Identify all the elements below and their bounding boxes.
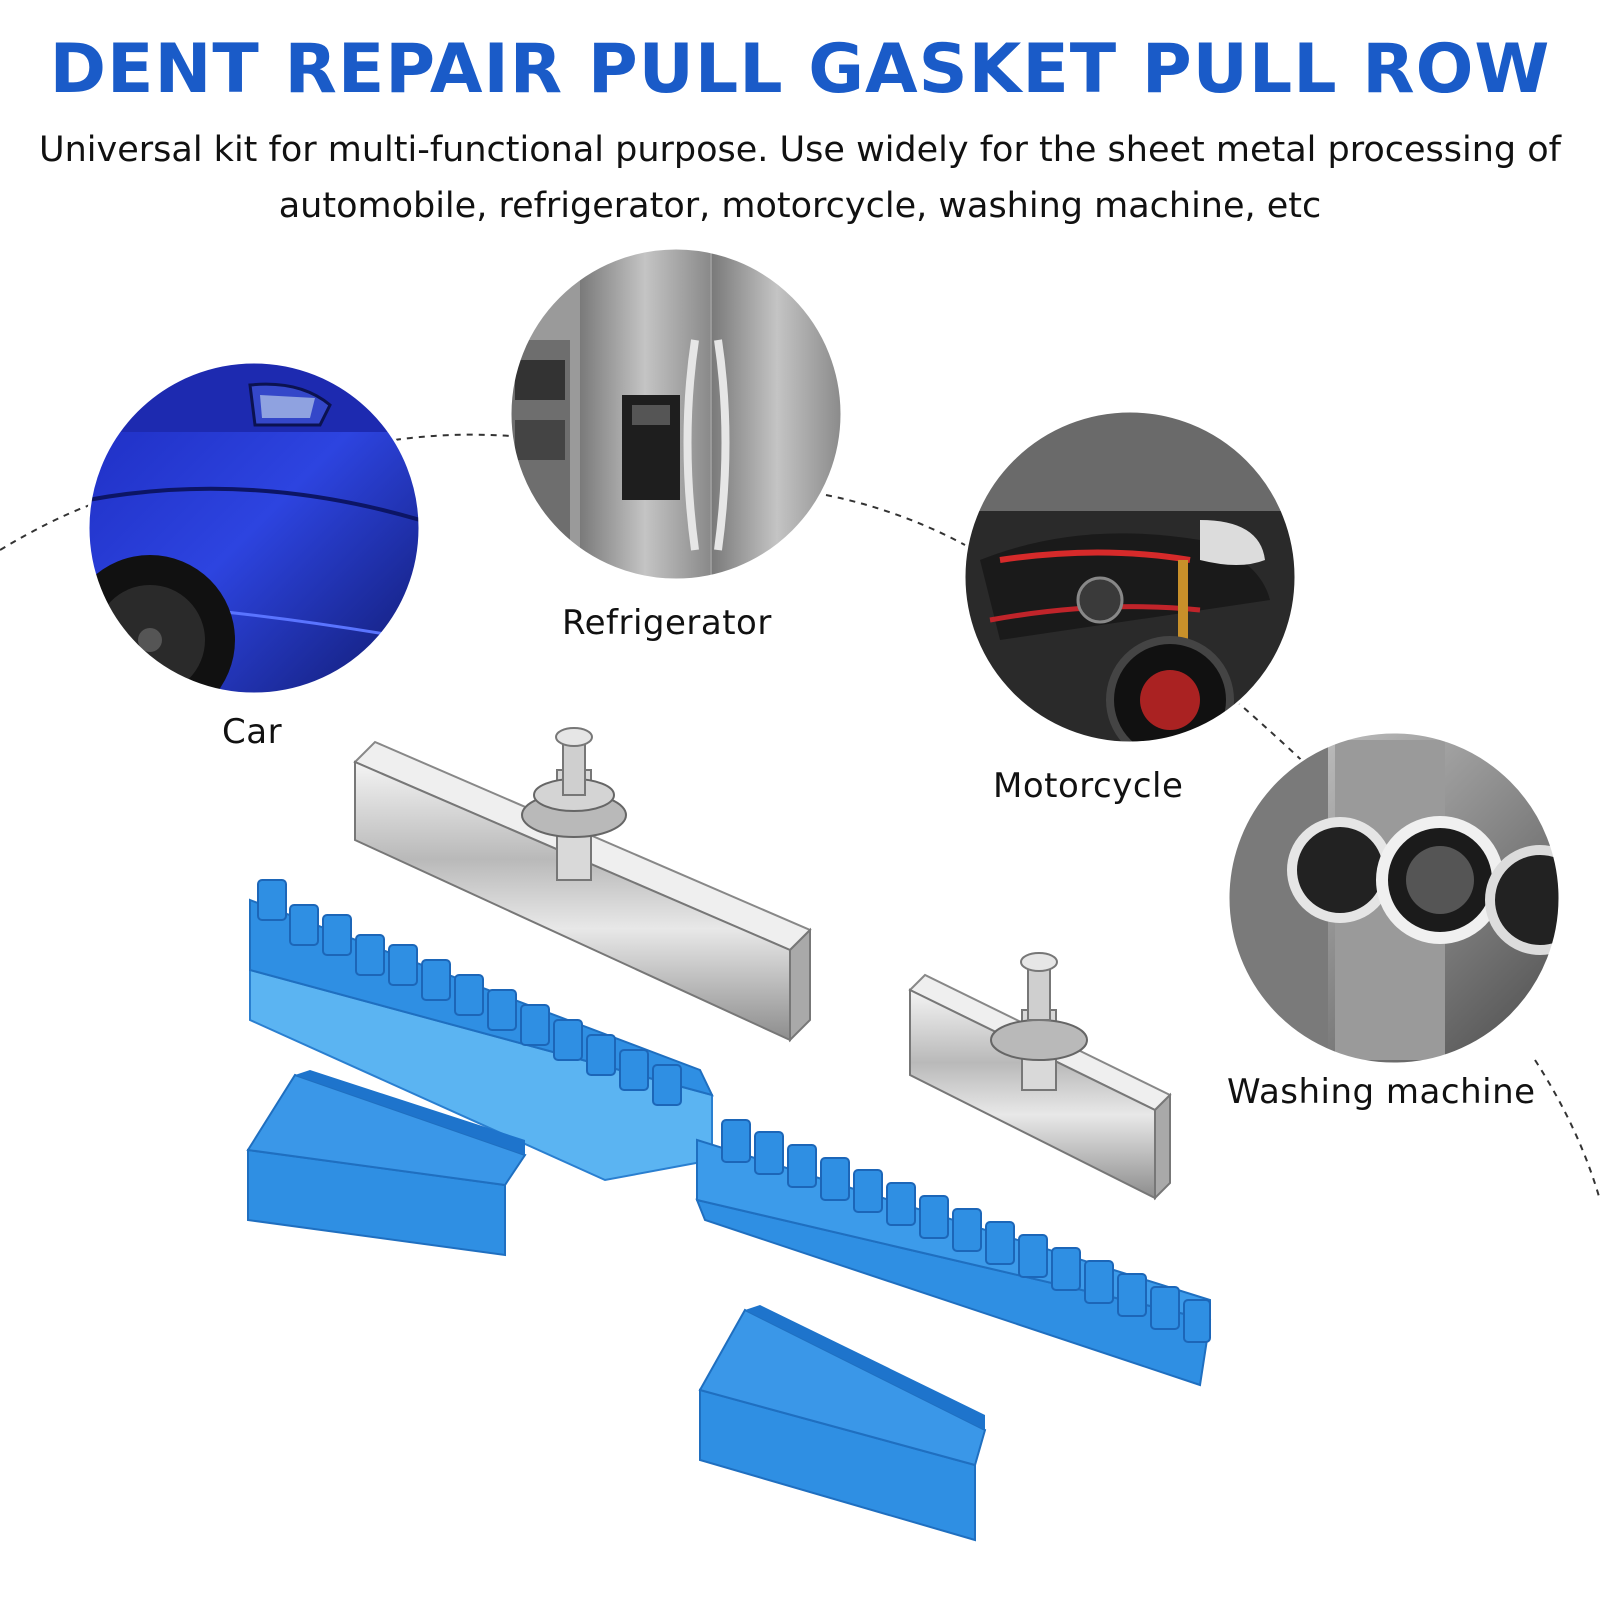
page-title: DENT REPAIR PULL GASKET PULL ROW	[49, 30, 1551, 109]
connector-moto-washer	[1234, 699, 1313, 771]
long-metal-bar	[353, 727, 812, 1043]
application-label-car: Car	[222, 712, 283, 752]
page-subtitle: Universal kit for multi-functional purpo…	[38, 130, 1562, 226]
small-blue-pull-pad-left	[246, 1070, 527, 1257]
small-blue-pull-pad-right	[698, 1305, 987, 1542]
refrigerator-photo-icon	[510, 248, 842, 580]
connector-car-fridge	[394, 433, 511, 441]
short-metal-bar	[908, 952, 1172, 1201]
connector-lines	[0, 433, 1600, 1201]
photo-circle-outlines	[86, 246, 1562, 1066]
long-blue-pull-tab-upper	[249, 879, 714, 1182]
connector-fridge-moto	[825, 494, 966, 546]
car-photo-icon	[88, 362, 420, 694]
connector-left	[0, 504, 91, 551]
washing-machine-photo-icon	[1228, 732, 1560, 1064]
application-label-refrigerator: Refrigerator	[562, 603, 772, 643]
application-label-motorcycle: Motorcycle	[993, 766, 1184, 806]
application-label-washing-machine: Washing machine	[1227, 1072, 1536, 1112]
motorcycle-photo-icon	[964, 411, 1296, 743]
long-blue-pull-tab-lower	[695, 1119, 1212, 1387]
connector-right	[1534, 1059, 1600, 1201]
